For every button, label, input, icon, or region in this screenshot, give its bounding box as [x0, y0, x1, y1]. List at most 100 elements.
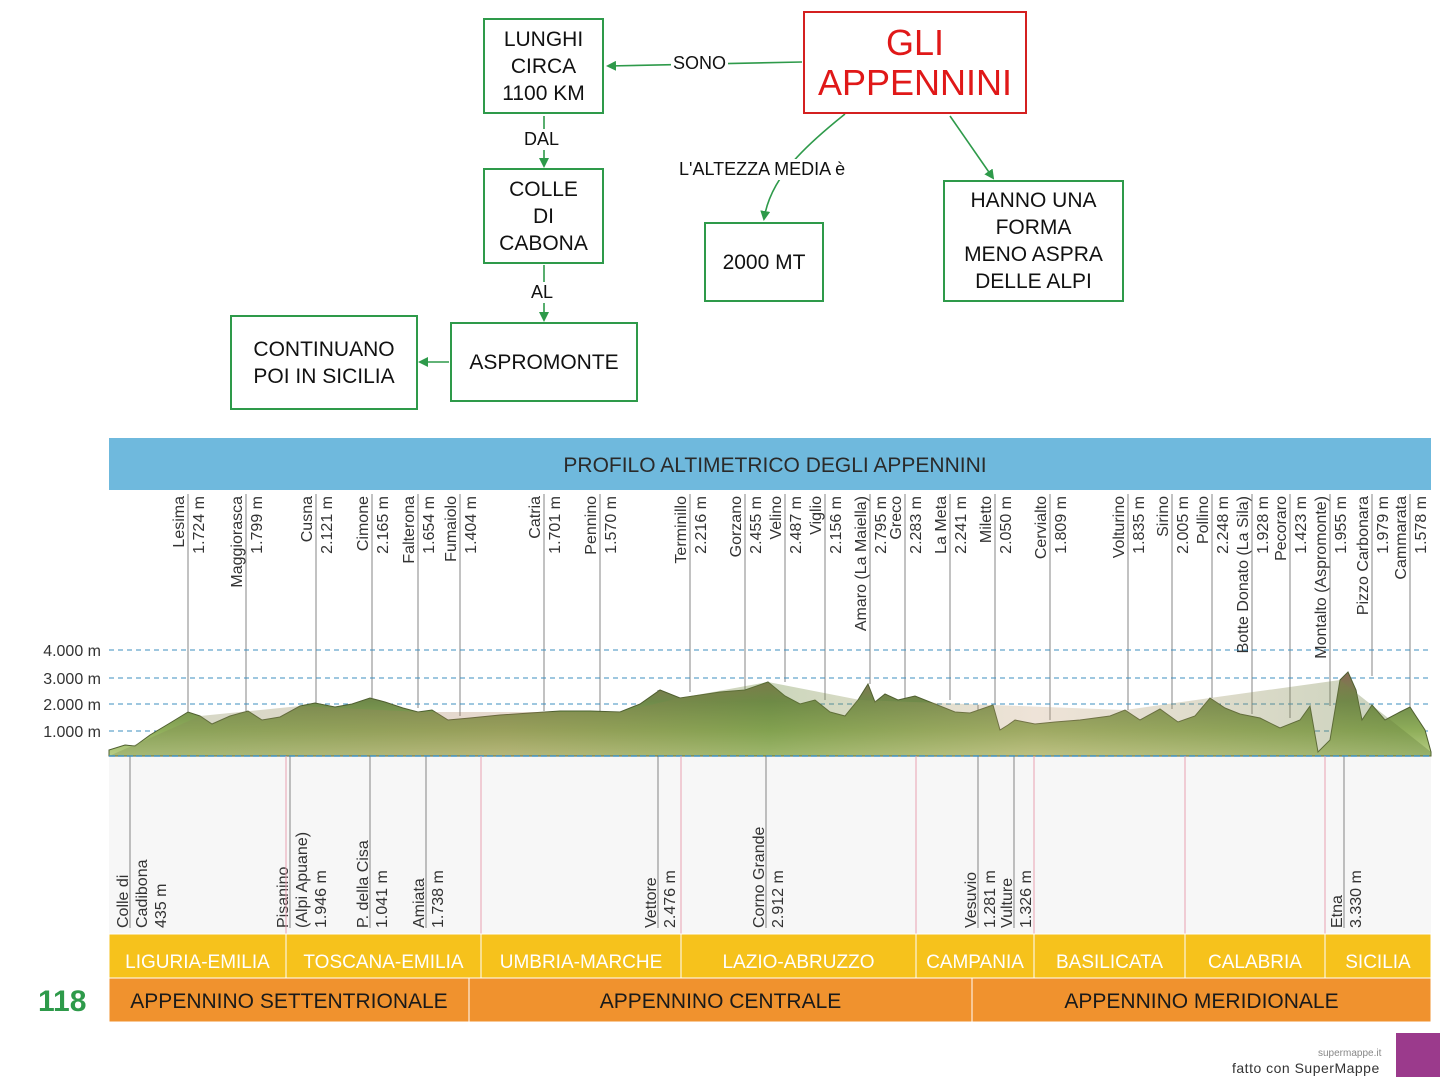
peak-height-label: 2.005 m [1175, 496, 1192, 554]
peak-height-label: 1.404 m [463, 496, 480, 554]
peak-name-label: Vulture [999, 878, 1016, 928]
from-node[interactable]: COLLE DI CABONA [483, 168, 604, 264]
region-label: TOSCANA-EMILIA [303, 952, 463, 973]
peak-height-label: 2.248 m [1215, 496, 1232, 554]
peak-height-label: 2.795 m [873, 496, 890, 554]
region-cell [108, 933, 287, 979]
shape-node[interactable]: HANNO UNA FORMA MENO ASPRA DELLE ALPI [943, 180, 1124, 302]
section-label: APPENNINO SETTENTRIONALE [130, 990, 447, 1013]
edge-label-altezza: L'ALTEZZA MEDIA è [677, 159, 848, 180]
peak-height-label: 1.955 m [1333, 496, 1350, 554]
edge-label-al: AL [529, 282, 556, 303]
peak-name-label: Colle di [115, 875, 132, 928]
peak-height-label: 2.283 m [908, 496, 925, 554]
peak-height-label: 1.979 m [1375, 496, 1392, 554]
continue-node[interactable]: CONTINUANO POI IN SICILIA [230, 315, 418, 410]
footer-credit: fatto con SuperMappe [1232, 1060, 1380, 1076]
peak-height-label: 1.809 m [1053, 496, 1070, 554]
region-cell [680, 933, 917, 979]
peak-name-label: Viglio [808, 496, 825, 535]
peak-name-label: Fumaiolo [443, 496, 460, 562]
y-tick-4000: 4.000 m [43, 643, 101, 660]
section-label: APPENNINO CENTRALE [600, 990, 842, 1013]
peak-name-label: Volturino [1111, 496, 1128, 558]
peak-name-label: (Alpi Apuane) [294, 832, 311, 928]
peak-name-label: Miletto [978, 496, 995, 543]
height-node[interactable]: 2000 MT [704, 222, 824, 302]
peak-name-label: Pisanino [275, 867, 292, 928]
peak-name-label: La Meta [933, 496, 950, 554]
peak-name-label: Sirino [1155, 496, 1172, 537]
supermappe-logo [1396, 1033, 1440, 1077]
peak-name-label: Vettore [643, 877, 660, 928]
peak-height-label: 2.487 m [788, 496, 805, 554]
peak-height-label: 2.476 m [662, 870, 679, 928]
profile-title: PROFILO ALTIMETRICO DEGLI APPENNINI [563, 454, 986, 477]
peak-name-label: Amiata [411, 878, 428, 928]
region-label: UMBRIA-MARCHE [500, 952, 663, 973]
region-cell [1033, 933, 1186, 979]
peak-height-label: 1.738 m [430, 870, 447, 928]
region-cell [1324, 933, 1432, 979]
region-label: LIGURIA-EMILIA [125, 952, 270, 973]
peak-height-label: 1.578 m [1413, 496, 1430, 554]
peak-height-label: 1.423 m [1293, 496, 1310, 554]
peak-name-label: Amaro (La Maiella) [853, 496, 870, 631]
peak-height-label: 2.455 m [748, 496, 765, 554]
peak-name-label: Cimone [355, 496, 372, 551]
peak-name-label: Pennino [583, 496, 600, 555]
peak-name-label: Velino [768, 496, 785, 540]
peak-name-label: Botte Donato (La Sila) [1235, 496, 1252, 653]
edge-label-sono: SONO [671, 53, 729, 74]
footer-site: supermappe.it [1318, 1048, 1382, 1059]
peak-name-label: Terminillo [673, 496, 690, 564]
peak-height-label: 2.156 m [828, 496, 845, 554]
page-number: 118 [38, 985, 87, 1018]
peak-height-label: 1.701 m [547, 496, 564, 554]
peak-height-label: 1.724 m [191, 496, 208, 554]
peak-name-label: Lesima [171, 496, 188, 548]
region-label: SICILIA [1345, 952, 1411, 973]
region-cell [285, 933, 482, 979]
peak-name-label: Catria [527, 496, 544, 539]
peak-name-label: Pollino [1195, 496, 1212, 544]
peak-height-label: 1.326 m [1018, 870, 1035, 928]
peak-height-label: 1.946 m [313, 870, 330, 928]
y-tick-2000: 2.000 m [43, 697, 101, 714]
region-label: BASILICATA [1056, 952, 1163, 973]
length-node[interactable]: LUNGHI CIRCA 1100 KM [483, 18, 604, 114]
peak-name-label: Pecoraro [1273, 496, 1290, 561]
region-label: CALABRIA [1208, 952, 1302, 973]
region-label: LAZIO-ABRUZZO [722, 952, 874, 973]
region-label: CAMPANIA [926, 952, 1024, 973]
y-tick-3000: 3.000 m [43, 671, 101, 688]
edge-shape [949, 115, 995, 180]
peak-name-label: Gorzano [728, 496, 745, 557]
to-node[interactable]: ASPROMONTE [450, 322, 638, 402]
section-cell [971, 977, 1432, 1023]
peak-height-label: 2.050 m [998, 496, 1015, 554]
peak-height-label: 3.330 m [1348, 870, 1365, 928]
title-node[interactable]: GLI APPENNINI [803, 11, 1027, 114]
peak-name-label: Maggiorasca [229, 496, 246, 588]
peak-height-label: 2.165 m [375, 496, 392, 554]
peak-name-label: Pizzo Carbonara [1355, 496, 1372, 615]
peak-height-label: 2.912 m [770, 870, 787, 928]
edge-label-dal: DAL [522, 129, 562, 150]
peak-height-label: 1.654 m [421, 496, 438, 554]
peak-name-label: Cervialto [1033, 496, 1050, 559]
peak-name-label: Cammarata [1393, 496, 1410, 580]
peak-height-label: 2.121 m [319, 496, 336, 554]
region-cell [1184, 933, 1326, 979]
peak-name-label: Montalto (Aspromonte) [1313, 496, 1330, 659]
peak-name-label: Greco [888, 496, 905, 540]
peak-height-label: 1.928 m [1255, 496, 1272, 554]
peak-height-label: 1.570 m [603, 496, 620, 554]
peak-name-label: Vesuvio [963, 872, 980, 928]
section-cell [468, 977, 973, 1023]
peak-height-label: 1.835 m [1131, 496, 1148, 554]
peak-height-label: 435 m [153, 884, 170, 928]
peak-name-label: P. della Cisa [355, 840, 372, 928]
peak-height-label: 2.216 m [693, 496, 710, 554]
